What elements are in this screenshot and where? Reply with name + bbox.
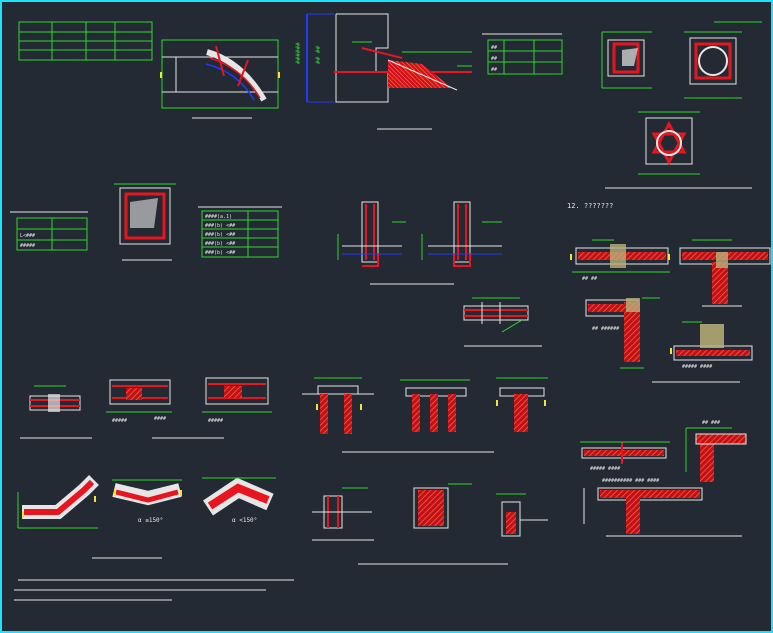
detail-small-beam-b: ##### #### bbox=[106, 379, 172, 424]
detail-beam-lap-right-a: ##### #### bbox=[580, 441, 670, 472]
detail-curved-beam-plan bbox=[161, 39, 279, 119]
svg-text:####: #### bbox=[154, 416, 166, 422]
detail-slab-wall-junction: ##### #### bbox=[652, 321, 753, 383]
table-middle: ####(a.1) ###(b) <## ###(b) <## ###(b) <… bbox=[198, 206, 282, 258]
detail-column-square-joint bbox=[601, 31, 652, 89]
section-12-label: 12. ??????? bbox=[567, 202, 613, 210]
detail-bent-beam-c: α <150° bbox=[202, 477, 276, 524]
svg-text:##### ####: ##### #### bbox=[590, 466, 620, 472]
svg-text:##### ####: ##### #### bbox=[682, 364, 712, 370]
detail-column-star-joint bbox=[605, 111, 752, 189]
detail-small-beam-a bbox=[20, 385, 92, 439]
svg-text:##: ## bbox=[491, 45, 497, 51]
svg-text:######: ###### bbox=[295, 42, 302, 64]
notes-lines bbox=[14, 579, 294, 601]
detail-t-beam-right-c: ########## ### #### bbox=[583, 478, 742, 537]
angle-label-lt: α <150° bbox=[232, 517, 257, 524]
svg-text:## ##: ## ## bbox=[315, 46, 322, 64]
table-stair-legend: ## ## ## bbox=[482, 33, 563, 75]
angle-label-ge: α ≥150° bbox=[138, 517, 163, 524]
table-left-mid: L<### ##### bbox=[10, 211, 88, 251]
svg-text:###(b) <##: ###(b) <## bbox=[205, 223, 235, 229]
svg-text:## ######: ## ###### bbox=[592, 326, 619, 332]
detail-column-embed-b bbox=[358, 483, 508, 565]
svg-text:#####: ##### bbox=[208, 418, 223, 424]
detail-wall-t-joint-a bbox=[302, 377, 374, 434]
detail-bent-beam-a bbox=[17, 475, 99, 529]
svg-text:###(b) <##: ###(b) <## bbox=[205, 250, 235, 256]
svg-text:#####: ##### bbox=[112, 418, 127, 424]
svg-text:####(a.1): ####(a.1) bbox=[205, 214, 232, 220]
table-top-left bbox=[18, 21, 153, 61]
svg-text:###(b) <##: ###(b) <## bbox=[205, 241, 235, 247]
detail-small-beam-c: ##### bbox=[152, 377, 272, 439]
detail-column-frame bbox=[114, 183, 176, 261]
detail-beam-column-junction-b bbox=[679, 239, 771, 307]
detail-beam-column-junction-a: ## ## bbox=[572, 239, 670, 282]
svg-text:#####: ##### bbox=[20, 243, 35, 249]
svg-text:## ##: ## ## bbox=[582, 276, 597, 282]
detail-column-embed-c bbox=[496, 493, 548, 537]
detail-corner-column-section: ## ###### bbox=[585, 297, 660, 369]
svg-text:###(b) <##: ###(b) <## bbox=[205, 232, 235, 238]
detail-beam-slice bbox=[463, 297, 542, 347]
detail-wall-t-joint-c bbox=[342, 377, 548, 453]
dimension-markers bbox=[22, 72, 672, 518]
detail-column-embed-a bbox=[312, 487, 374, 541]
svg-text:L<###: L<### bbox=[20, 233, 35, 239]
detail-wall-t-joint-b bbox=[400, 379, 470, 432]
svg-text:########## ### ####: ########## ### #### bbox=[602, 478, 659, 484]
detail-bent-beam-b: α ≥150° bbox=[92, 479, 182, 559]
detail-column-l-right-b: ## ### bbox=[685, 420, 747, 482]
detail-wall-slab-joint-pair bbox=[337, 201, 502, 285]
svg-text:##: ## bbox=[491, 67, 497, 73]
svg-text:##: ## bbox=[491, 56, 497, 62]
svg-text:## ###: ## ### bbox=[702, 420, 720, 426]
detail-column-circular-joint bbox=[684, 21, 762, 99]
detail-stair-section: ###### ## ## bbox=[295, 13, 472, 130]
